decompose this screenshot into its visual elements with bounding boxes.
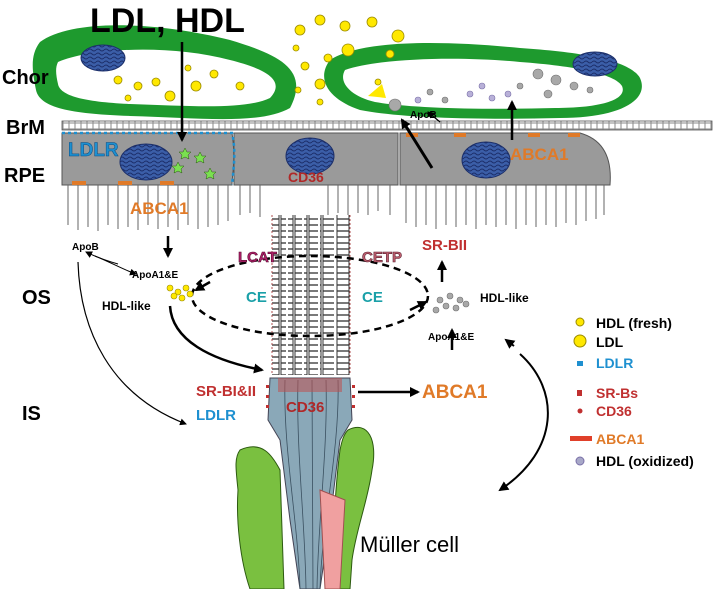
- choroid-vessel-right: [324, 43, 642, 119]
- legend-label-cd36: CD36: [596, 403, 632, 419]
- legend-symbol-hdl-oxidized: [575, 456, 585, 466]
- legend-label-abca1: ABCA1: [596, 431, 644, 447]
- layer-label-rpe: RPE: [4, 165, 45, 187]
- apob-right-label: ApoB: [410, 110, 437, 121]
- apoa1e-right-label: ApoA1&E: [428, 332, 474, 343]
- muller-cell-label: Müller cell: [360, 532, 459, 557]
- layer-label-os: OS: [22, 287, 51, 309]
- legend-symbol-ldl: [573, 334, 587, 348]
- legend-symbol-hdl-fresh: [575, 317, 585, 327]
- cd36-is-label: CD36: [286, 399, 324, 416]
- cetp-label: CETP: [362, 249, 402, 266]
- legend-label-hdl-fresh: HDL (fresh): [596, 315, 672, 331]
- ldlr-rpe-label: LDLR: [68, 140, 119, 161]
- layer-label-is: IS: [22, 403, 41, 425]
- hdl-like-left-cluster: [166, 284, 194, 302]
- abca1-rpe-left-label: ABCA1: [130, 199, 189, 218]
- legend-label-hdl-oxidized: HDL (oxidized): [596, 453, 694, 469]
- layer-label-brm: BrM: [6, 117, 45, 139]
- cd36-rpe-label: CD36: [288, 169, 324, 185]
- transport-arrows: [77, 42, 549, 492]
- legend-label-ldl: LDL: [596, 334, 624, 350]
- legend-symbol-abca1: [570, 436, 592, 441]
- oxidized-hdl-particles: [388, 68, 594, 112]
- fresh-lipoprotein-particles: [113, 14, 405, 106]
- cholesterol-exchange-cycle: [190, 254, 430, 338]
- abca1-is-label: ABCA1: [422, 382, 488, 403]
- title-ldl-hdl: LDL, HDL: [90, 2, 245, 40]
- photoreceptor-outer-segments: [271, 215, 351, 375]
- hdl-like-left-label: HDL-like: [102, 299, 151, 313]
- photoreceptor-inner-segments: [235, 377, 375, 589]
- ce-right-label: CE: [362, 289, 383, 306]
- hdl-like-right-label: HDL-like: [480, 291, 529, 305]
- bruchs-membrane: [61, 120, 713, 131]
- ldlr-is-label: LDLR: [196, 407, 236, 424]
- layer-label-chor: Chor: [2, 67, 49, 89]
- sr-bi-ii-label: SR-BI&II: [196, 383, 256, 400]
- abca1-rpe-right-label: ABCA1: [510, 145, 569, 164]
- legend: HDL (fresh) LDL LDLR SR-Bs CD36 ABCA1 HD…: [570, 315, 694, 469]
- legend-symbol-sr-bs: [577, 390, 582, 396]
- rpe-cells: [61, 131, 611, 231]
- legend-symbol-ldlr: [577, 361, 583, 366]
- oxidized-hdl-lavender: [414, 82, 512, 104]
- legend-label-sr-bs: SR-Bs: [596, 385, 638, 401]
- legend-symbol-cd36: [577, 408, 583, 414]
- hdl-like-right-cluster: [432, 292, 470, 314]
- is-membrane-markers: [266, 385, 355, 408]
- apob-left-label: ApoB: [72, 242, 99, 253]
- choroid-vessel-left: [32, 25, 297, 120]
- apoa1e-left-label: ApoA1&E: [132, 270, 178, 281]
- legend-label-ldlr: LDLR: [596, 355, 633, 371]
- lcat-label: LCAT: [238, 249, 277, 266]
- sr-bii-label: SR-BII: [422, 237, 467, 254]
- ce-left-label: CE: [246, 289, 267, 306]
